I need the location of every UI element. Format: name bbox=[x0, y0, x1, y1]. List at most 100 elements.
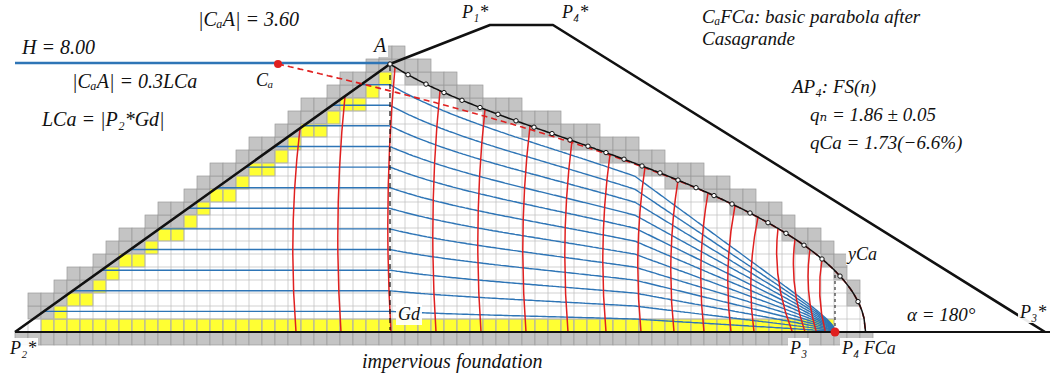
drain-cell bbox=[717, 319, 730, 332]
foundation-cell bbox=[54, 332, 67, 345]
discharge-label: qₙ = 1.86 ± 0.05 bbox=[808, 104, 938, 126]
equipotential-line bbox=[777, 228, 793, 332]
equipotential-line bbox=[338, 96, 345, 332]
grid-line bbox=[509, 40, 510, 332]
drain-cell bbox=[106, 319, 119, 332]
face-cell bbox=[106, 267, 119, 280]
grid-line bbox=[15, 215, 866, 216]
boundary-cell bbox=[548, 111, 561, 124]
drain-cell bbox=[158, 319, 171, 332]
grid-line bbox=[470, 40, 471, 332]
boundary-cell bbox=[470, 85, 483, 98]
grid-line bbox=[405, 40, 406, 332]
grid-line bbox=[41, 40, 42, 332]
equipotential-line bbox=[433, 91, 440, 332]
phreatic-dot bbox=[478, 105, 482, 109]
equipotential-line bbox=[523, 126, 530, 332]
drain-cell bbox=[548, 319, 561, 332]
foundation-cell bbox=[106, 332, 119, 345]
flow-line bbox=[73, 291, 835, 332]
boundary-cell bbox=[288, 111, 301, 124]
drain-cell bbox=[262, 319, 275, 332]
foundation-cell bbox=[431, 332, 444, 345]
grid-line bbox=[392, 40, 393, 332]
drain-cell bbox=[93, 319, 106, 332]
grid-line bbox=[535, 40, 536, 332]
foundation-cell bbox=[171, 332, 184, 345]
grid-line bbox=[327, 40, 328, 332]
boundary-cell bbox=[522, 111, 535, 124]
foundation-cell bbox=[704, 332, 717, 345]
grid-line bbox=[28, 40, 29, 332]
foundation-cell bbox=[639, 332, 652, 345]
boundary-cell bbox=[509, 98, 522, 111]
drain-cell bbox=[314, 319, 327, 332]
foundation-cell bbox=[418, 332, 431, 345]
base-line bbox=[15, 331, 1050, 333]
foundation-cell bbox=[262, 332, 275, 345]
phreatic-dot bbox=[424, 82, 428, 86]
foundation-cell bbox=[275, 332, 288, 345]
grid-line bbox=[587, 40, 588, 332]
foundation-cell bbox=[548, 332, 561, 345]
grid-line bbox=[67, 40, 68, 332]
free-surface-note: AP₄: FS(n) bbox=[790, 76, 878, 98]
grid-line bbox=[15, 98, 866, 99]
phreatic-dot bbox=[640, 164, 644, 168]
boundary-cell bbox=[444, 72, 457, 85]
foundation-cell bbox=[405, 332, 418, 345]
boundary-cell bbox=[717, 176, 730, 189]
grid-line bbox=[444, 40, 445, 332]
flow-line bbox=[305, 126, 835, 332]
equipotential-line bbox=[638, 167, 645, 332]
grid-line bbox=[314, 40, 315, 332]
grid-line bbox=[236, 40, 237, 332]
boundary-cell bbox=[67, 267, 80, 280]
grid-line bbox=[301, 40, 302, 332]
vertical-dashed-line bbox=[389, 66, 390, 330]
phreatic-dot bbox=[550, 131, 554, 135]
drain-cell bbox=[704, 319, 717, 332]
point-label: A bbox=[372, 34, 388, 57]
boundary-cell bbox=[665, 163, 678, 176]
phreatic-dot bbox=[586, 144, 590, 148]
drain-cell bbox=[496, 319, 509, 332]
drain-cell bbox=[626, 319, 639, 332]
boundary-cell bbox=[756, 202, 769, 215]
boundary-cell bbox=[587, 124, 600, 137]
foundation-cell bbox=[535, 332, 548, 345]
equipotential-line bbox=[820, 259, 826, 332]
foundation-cell bbox=[327, 332, 340, 345]
boundary-cell bbox=[431, 72, 444, 85]
drain-cell bbox=[353, 319, 366, 332]
foundation-cell bbox=[366, 332, 379, 345]
phreatic-dot bbox=[730, 202, 734, 206]
drain-cell bbox=[249, 319, 262, 332]
parabola-note: CₐFCa: basic parabola after Casagrande bbox=[700, 6, 954, 50]
grid-line bbox=[15, 280, 866, 281]
dam-outline bbox=[15, 25, 1045, 332]
face-cell bbox=[132, 254, 145, 267]
boundary-cell bbox=[496, 98, 509, 111]
boundary-cell bbox=[769, 215, 782, 228]
face-cell bbox=[223, 189, 236, 202]
face-cell bbox=[171, 228, 184, 241]
phreatic-dot bbox=[838, 274, 842, 278]
boundary-cell bbox=[613, 137, 626, 150]
grid-line bbox=[54, 40, 55, 332]
boundary-cell bbox=[210, 163, 223, 176]
foundation-cell bbox=[665, 332, 678, 345]
phreatic-dot bbox=[802, 243, 806, 247]
grid-line bbox=[249, 40, 250, 332]
foundation-cell bbox=[769, 332, 782, 345]
grid-line bbox=[223, 40, 224, 332]
grid-line bbox=[600, 40, 601, 332]
equipotential-line bbox=[388, 67, 395, 332]
phreatic-dot bbox=[766, 221, 770, 225]
drain-cell bbox=[119, 319, 132, 332]
boundary-cell bbox=[275, 124, 288, 137]
grid-line bbox=[652, 40, 653, 332]
foundation-cell bbox=[301, 332, 314, 345]
phreatic-dot bbox=[676, 178, 680, 182]
